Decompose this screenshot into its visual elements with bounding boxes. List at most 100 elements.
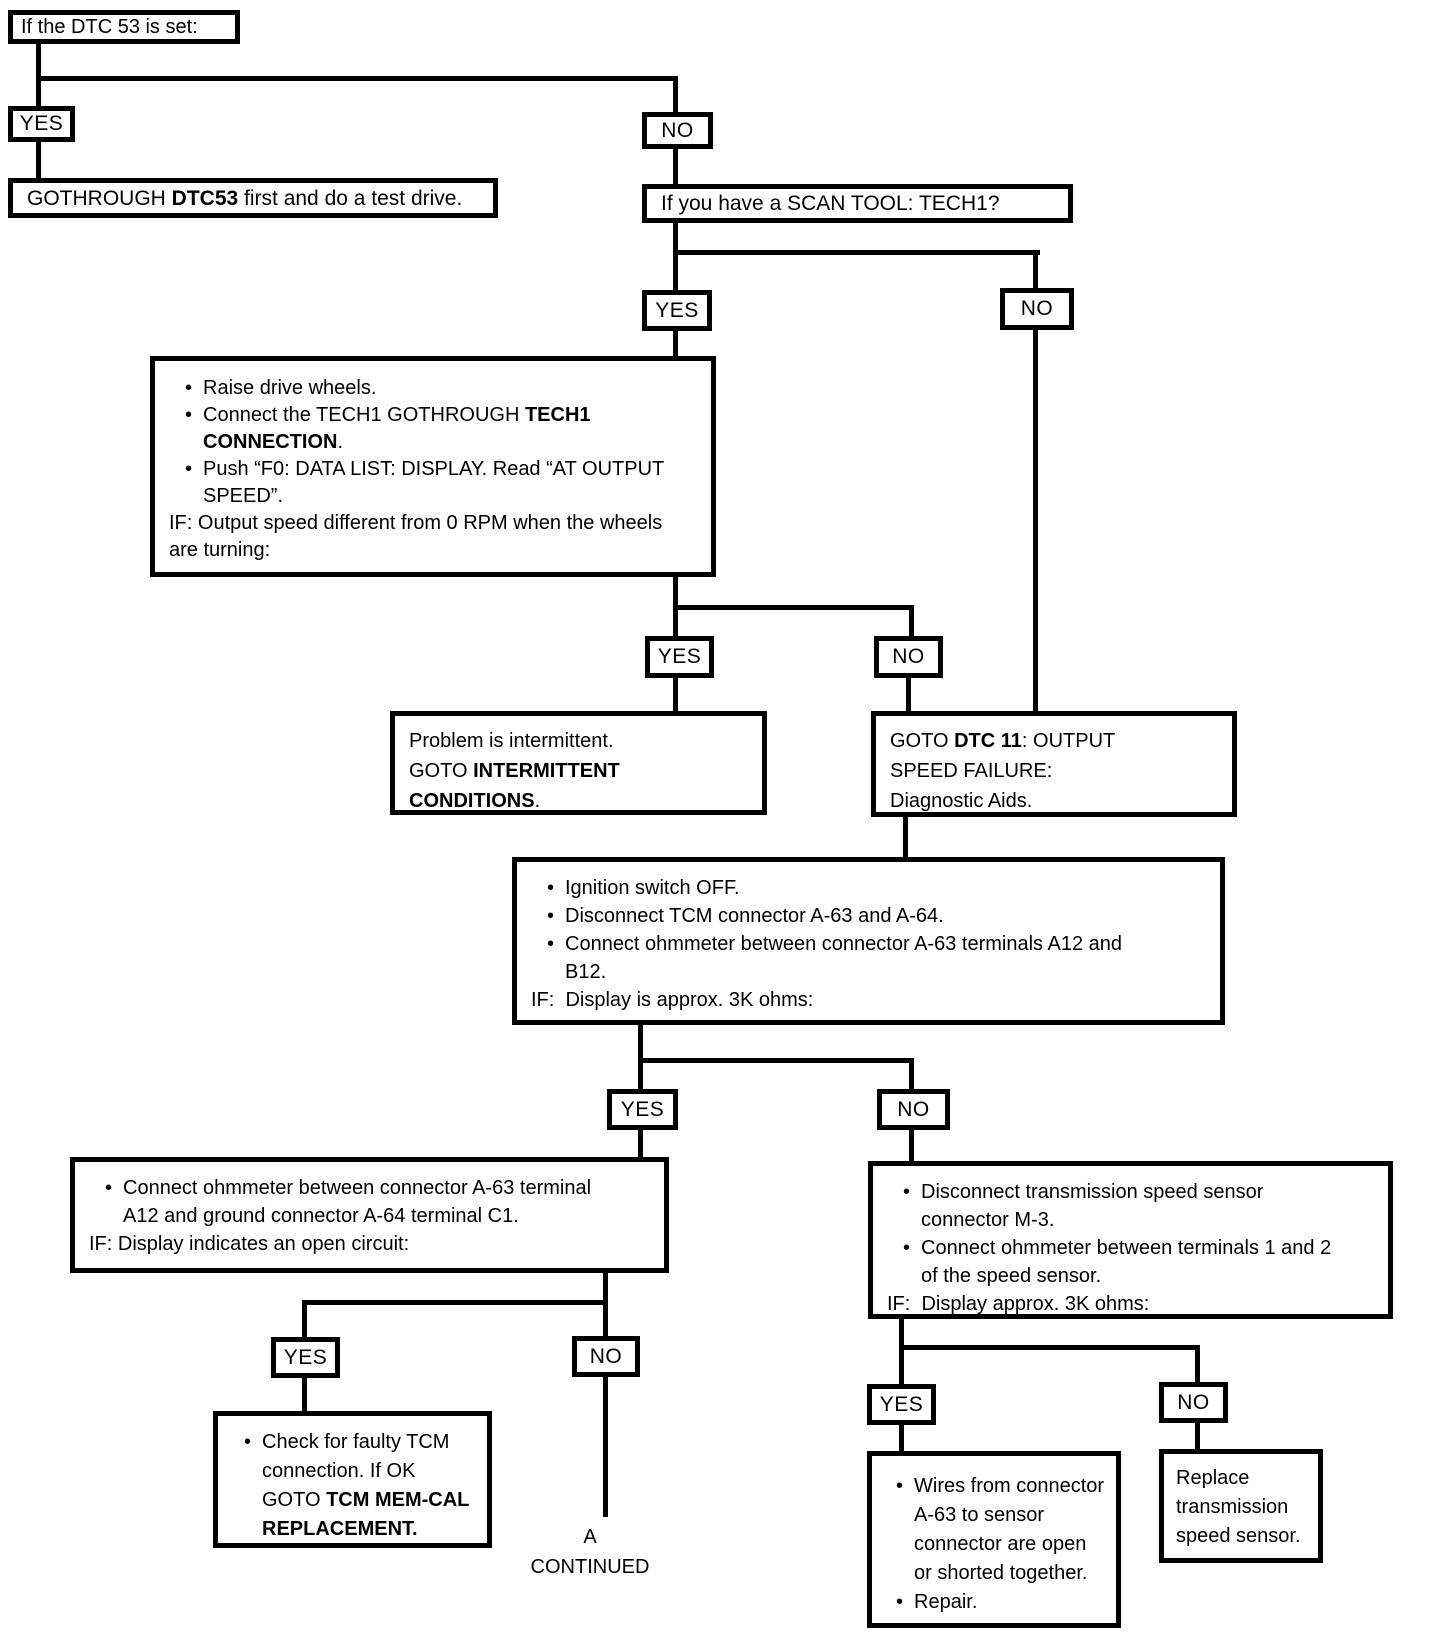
box-line: Diagnostic Aids. [890, 790, 1033, 812]
flow-line [673, 147, 678, 186]
bullet-text: Connect ohmmeter between connector A-63 … [123, 1177, 592, 1227]
flow-line [603, 1375, 608, 1517]
bullet-text: Connect ohmmeter between terminals 1 and… [921, 1237, 1332, 1287]
yes-text: YES [620, 1097, 665, 1121]
flow-line [1195, 1345, 1200, 1385]
bullet-item: Ignition switch OFF. [531, 874, 1165, 902]
bullet-text: Connect ohmmeter between connector A-63 … [565, 933, 1122, 983]
flow-line [1033, 328, 1038, 715]
flow-line [909, 1058, 914, 1092]
flow-line [903, 815, 908, 860]
condition-text: IF: Output speed different from 0 RPM wh… [169, 512, 668, 561]
box-text: If you have a SCAN TOOL: TECH1? [661, 192, 1000, 215]
box-text: Replace transmission speed sensor. [1176, 1467, 1301, 1547]
bullet-text: Ignition switch OFF. [565, 877, 740, 899]
flow-line [1195, 1421, 1200, 1452]
bullet-item: Wires from connector A-63 to sensor conn… [880, 1472, 1108, 1588]
label-no-dtc53: NO [642, 112, 713, 149]
bullet-text: Disconnect TCM connector A-63 and A-64. [565, 905, 944, 927]
label-yes-dtc53: YES [8, 106, 75, 142]
flow-line [673, 250, 1040, 255]
box-line: GOTO INTERMITTENT CONDITIONS. [409, 760, 620, 812]
flow-line [302, 1300, 307, 1340]
condition-text: IF: Display approx. 3K ohms: [887, 1293, 1150, 1315]
yes-text: YES [283, 1345, 328, 1369]
node-tcm-check: Check for faulty TCM connection. If OK G… [213, 1411, 492, 1548]
no-text: NO [892, 645, 925, 668]
node-gothrough-dtc53: GOTHROUGH DTC53 first and do a test driv… [8, 178, 498, 218]
continued-letter: A [583, 1526, 597, 1548]
flow-line [899, 1317, 904, 1387]
label-no-3k-ohms: NO [877, 1089, 950, 1130]
node-tech1-steps: Raise drive wheels. Connect the TECH1 GO… [150, 356, 716, 577]
no-text: NO [897, 1097, 930, 1121]
flow-line [302, 1376, 307, 1414]
bullet-text: Repair. [914, 1591, 978, 1613]
node-goto-dtc11: GOTO DTC 11: OUTPUT SPEED FAILURE: Diagn… [871, 711, 1237, 817]
flow-line [899, 1423, 904, 1454]
no-text: NO [589, 1344, 623, 1368]
label-yes-3k-ohms: YES [607, 1089, 678, 1130]
bullet-item: Connect ohmmeter between connector A-63 … [531, 930, 1165, 986]
box-line: Problem is intermittent. [409, 730, 614, 752]
node-if-dtc53-set: If the DTC 53 is set: [8, 10, 240, 44]
flow-line [909, 605, 914, 639]
bullet-text: Connect the TECH1 GOTHROUGH TECH1 CONNEC… [203, 404, 591, 453]
bullet-item: Repair. [880, 1588, 1108, 1617]
bullet-text: Push “F0: DATA LIST: DISPLAY. Read “AT O… [203, 458, 664, 507]
node-replace-sensor: Replace transmission speed sensor. [1159, 1449, 1323, 1563]
box-line: GOTO DTC 11: OUTPUT SPEED FAILURE: [890, 730, 1115, 782]
no-text: NO [661, 118, 694, 142]
bullet-item: Raise drive wheels. [169, 375, 671, 402]
bullet-item: Disconnect transmission speed sensor con… [887, 1178, 1338, 1234]
condition-text: IF: Display is approx. 3K ohms: [531, 989, 814, 1011]
bullet-item: Disconnect TCM connector A-63 and A-64. [531, 902, 1165, 930]
box-text: GOTHROUGH DTC53 first and do a test driv… [27, 186, 463, 210]
label-yes-open-circuit: YES [271, 1337, 340, 1378]
flow-line [302, 1300, 608, 1305]
node-speed-sensor-steps: Disconnect transmission speed sensor con… [868, 1161, 1393, 1319]
flow-line [673, 221, 678, 292]
yes-text: YES [879, 1392, 924, 1416]
node-ohmmeter-a63: Connect ohmmeter between connector A-63 … [70, 1157, 669, 1273]
flow-line [673, 676, 678, 714]
bullet-text: Check for faulty TCM connection. If OK G… [262, 1431, 470, 1540]
bullet-text: Disconnect transmission speed sensor con… [921, 1181, 1264, 1231]
label-no-output-speed: NO [874, 636, 943, 678]
flow-line [906, 676, 911, 714]
flow-line [36, 80, 41, 108]
yes-text: YES [657, 645, 702, 668]
label-no-sensor-ohms: NO [1159, 1382, 1228, 1423]
label-no-scan-tool: NO [1000, 288, 1074, 330]
no-text: NO [1020, 297, 1054, 320]
bullet-text: Raise drive wheels. [203, 377, 377, 399]
no-text: NO [1177, 1390, 1210, 1414]
flow-line [638, 1058, 914, 1063]
flow-line [638, 1128, 643, 1160]
label-yes-sensor-ohms: YES [867, 1384, 936, 1425]
yes-text: YES [655, 298, 699, 322]
continued-word: CONTINUED [530, 1556, 650, 1578]
label-no-open-circuit: NO [572, 1336, 640, 1377]
bullet-item: Push “F0: DATA LIST: DISPLAY. Read “AT O… [169, 456, 671, 510]
flow-line [36, 40, 41, 80]
node-problem-intermittent: Problem is intermittent. GOTO INTERMITTE… [390, 711, 767, 815]
flow-line [909, 1128, 914, 1164]
node-ignition-steps: Ignition switch OFF. Disconnect TCM conn… [512, 857, 1225, 1025]
flow-line [36, 76, 678, 81]
yes-text: YES [19, 112, 64, 135]
bullet-item: Connect ohmmeter between terminals 1 and… [887, 1234, 1338, 1290]
bullet-item: Connect ohmmeter between connector A-63 … [89, 1174, 604, 1230]
flow-line [673, 329, 678, 358]
flow-line [36, 139, 41, 180]
flow-line [1033, 250, 1038, 292]
flow-line [638, 1023, 643, 1092]
node-scan-tool-question: If you have a SCAN TOOL: TECH1? [642, 184, 1073, 223]
bullet-item: Connect the TECH1 GOTHROUGH TECH1 CONNEC… [169, 402, 671, 456]
label-yes-scan-tool: YES [642, 290, 712, 331]
bullet-text: Wires from connector A-63 to sensor conn… [914, 1475, 1105, 1584]
flow-line [603, 1271, 608, 1339]
flow-line [899, 1345, 1200, 1350]
condition-text: IF: Display indicates an open circuit: [89, 1233, 410, 1255]
